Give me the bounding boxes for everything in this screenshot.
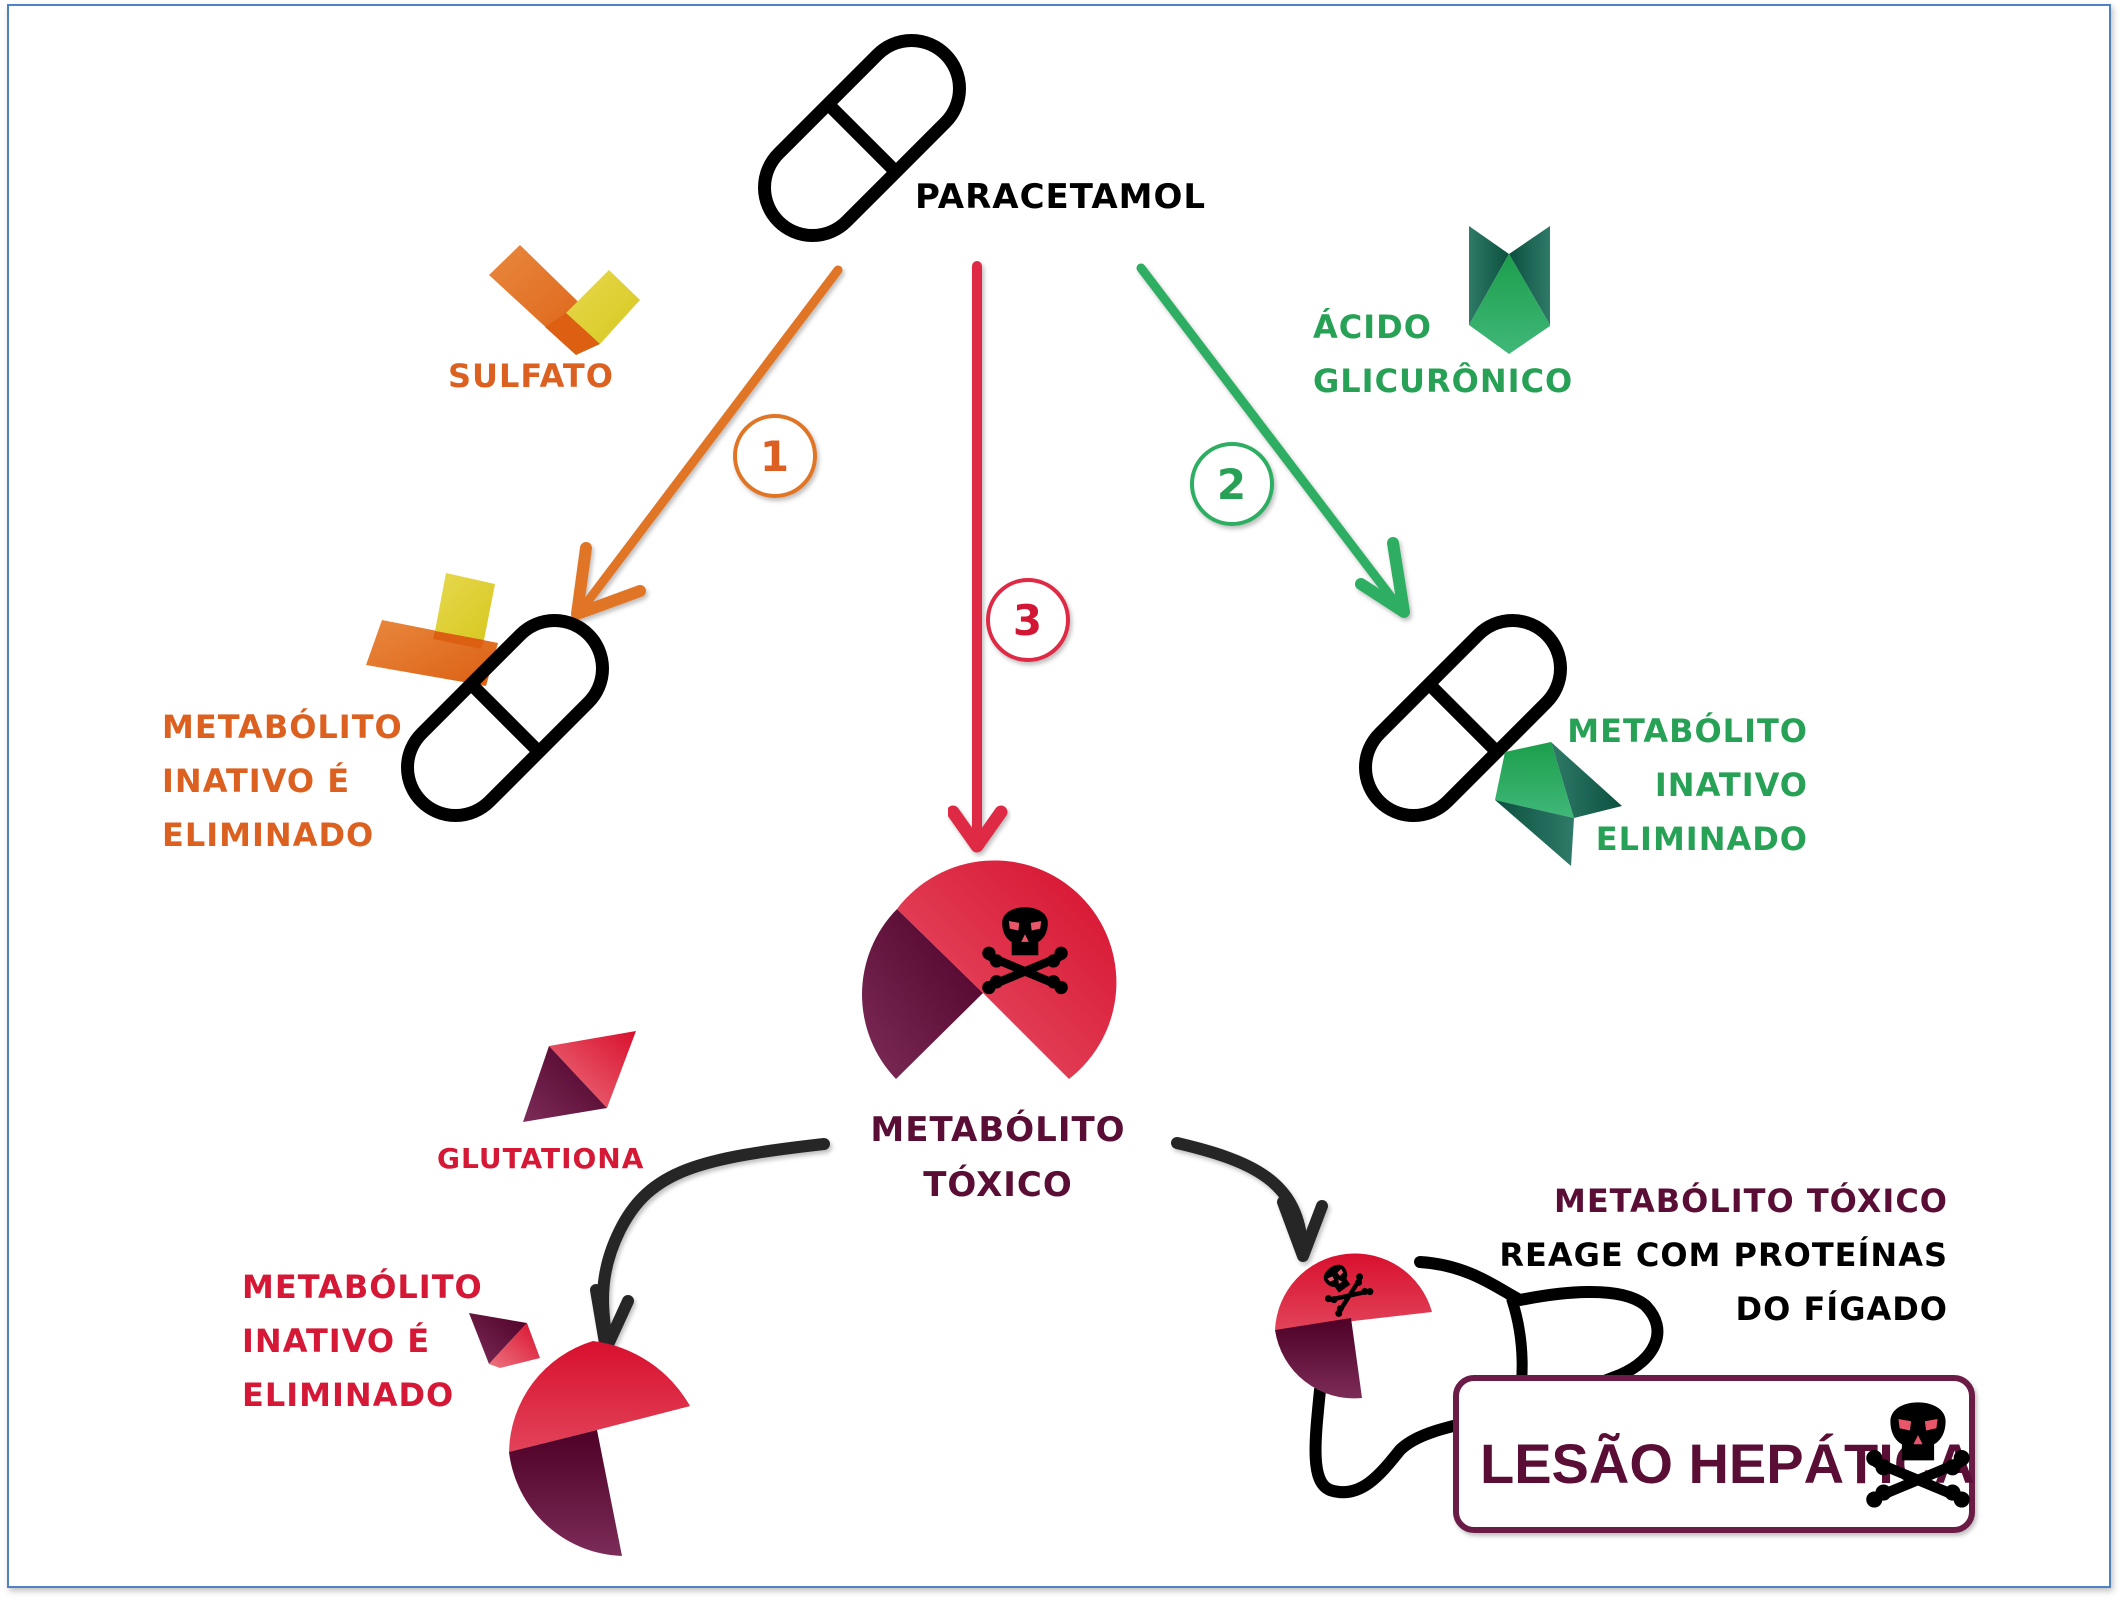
svg-text:ELIMINADO: ELIMINADO — [162, 816, 374, 854]
arrow-pathway-3 — [946, 261, 1008, 853]
arrow-pathway-2 — [1136, 263, 1410, 618]
svg-text:METABÓLITO: METABÓLITO — [162, 707, 403, 746]
step-3-badge: 3 — [986, 578, 1070, 662]
step-3-number: 3 — [1013, 596, 1043, 645]
toxic-metabolite-icon — [862, 860, 1117, 1079]
svg-text:METABÓLITO: METABÓLITO — [1567, 711, 1808, 750]
arrow-pathway-1 — [571, 265, 843, 620]
step-2-badge: 2 — [1190, 442, 1274, 526]
glutathione-conjugate-icon — [469, 1313, 690, 1556]
step-1-number: 1 — [760, 432, 790, 481]
glucuronic-acid-icon — [1469, 226, 1550, 354]
glucuronide-conjugate-icon — [1495, 742, 1622, 866]
glutathione-conjugate-label: METABÓLITO INATIVO É ELIMINADO — [242, 1267, 483, 1414]
sulfate-icon — [489, 245, 640, 355]
svg-text:ÁCIDO: ÁCIDO — [1313, 308, 1432, 346]
glucuronic-acid-label: ÁCIDO GLICURÔNICO — [1313, 308, 1573, 400]
arrow-to-liver — [1171, 1137, 1328, 1262]
svg-text:METABÓLITO: METABÓLITO — [242, 1267, 483, 1306]
hepatic-injury-label: LESÃO HEPÁTICA — [1480, 1432, 1975, 1495]
svg-text:INATIVO É: INATIVO É — [242, 1322, 430, 1360]
sulfate-conjugate-icon — [366, 573, 498, 686]
svg-text:ELIMINADO: ELIMINADO — [1596, 820, 1808, 858]
glutathione-label: GLUTATIONA — [437, 1142, 644, 1175]
hepatic-injury-box: LESÃO HEPÁTICA — [1453, 1375, 1975, 1533]
sulfate-result-label: METABÓLITO INATIVO É ELIMINADO — [162, 707, 403, 854]
step-2-number: 2 — [1217, 460, 1247, 509]
paracetamol-pill-icon — [745, 21, 980, 256]
paracetamol-label: PARACETAMOL — [915, 177, 1206, 217]
svg-text:INATIVO É: INATIVO É — [162, 762, 350, 800]
svg-text:ELIMINADO: ELIMINADO — [242, 1376, 454, 1414]
svg-text:DO FÍGADO: DO FÍGADO — [1736, 1290, 1948, 1328]
sulfate-label: SULFATO — [448, 357, 614, 395]
bound-toxic-metabolite-icon — [1275, 1253, 1432, 1399]
svg-text:TÓXICO: TÓXICO — [923, 1164, 1073, 1205]
svg-text:INATIVO: INATIVO — [1655, 766, 1808, 804]
liver-reaction-label: METABÓLITO TÓXICO REAGE COM PROTEÍNAS DO… — [1499, 1181, 1948, 1328]
diagram-frame — [7, 4, 2111, 1588]
svg-text:METABÓLITO: METABÓLITO — [870, 1109, 1125, 1150]
svg-text:REAGE COM PROTEÍNAS: REAGE COM PROTEÍNAS — [1499, 1236, 1948, 1274]
glutathione-icon — [523, 1031, 636, 1122]
glucuronide-result-label: METABÓLITO INATIVO ELIMINADO — [1567, 711, 1808, 858]
svg-text:METABÓLITO TÓXICO: METABÓLITO TÓXICO — [1554, 1181, 1948, 1220]
toxic-metabolite-label: METABÓLITO TÓXICO — [870, 1109, 1125, 1205]
step-1-badge: 1 — [733, 414, 817, 498]
svg-text:GLICURÔNICO: GLICURÔNICO — [1313, 361, 1573, 400]
